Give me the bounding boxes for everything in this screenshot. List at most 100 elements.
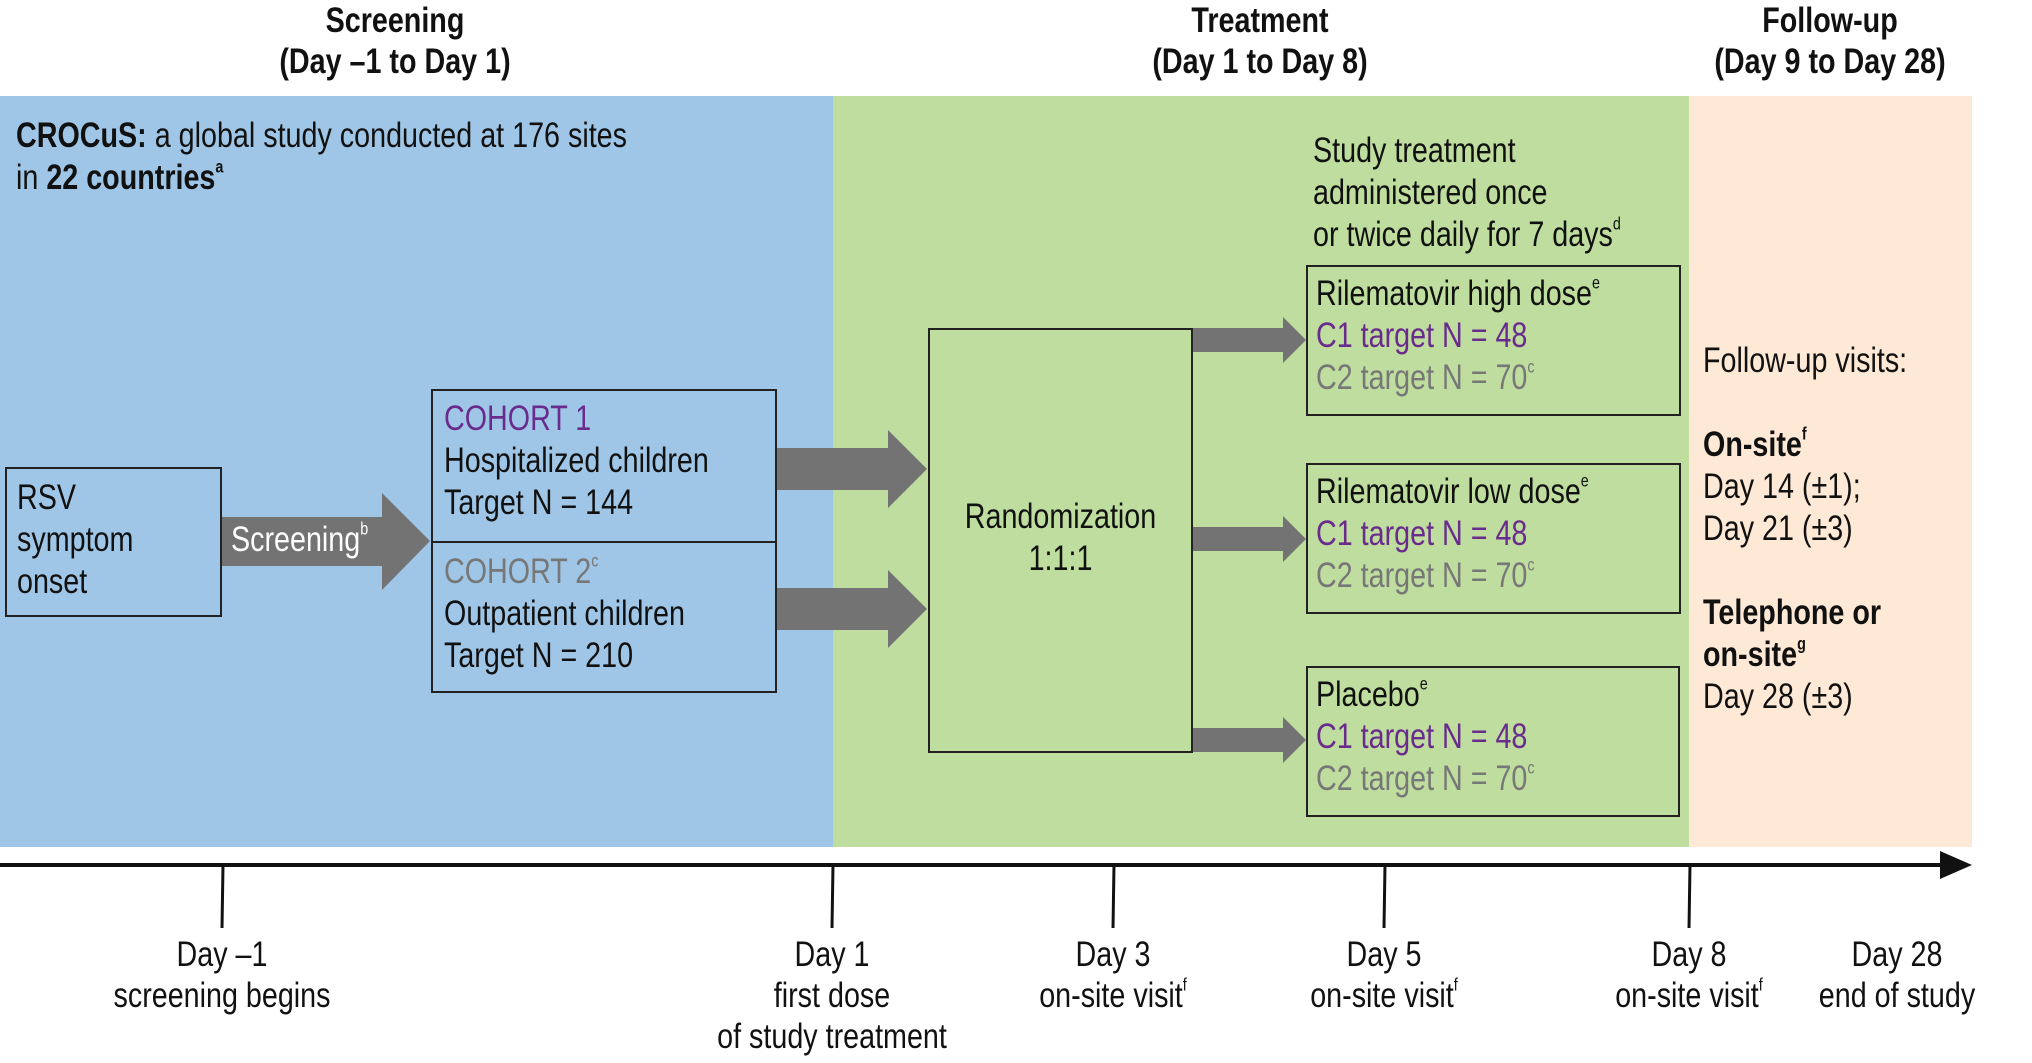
phase-range: (Day –1 to Day 1)	[279, 42, 511, 81]
footnote-b: b	[360, 518, 369, 539]
footnote-e: e	[1591, 272, 1600, 293]
footnote-c: c	[1527, 554, 1535, 575]
cohort-2-target: Target N = 210	[444, 636, 634, 675]
timeline-desc: on-site visit	[1310, 976, 1454, 1015]
arm-c1-target: C1 target N = 48	[1316, 514, 1528, 553]
study-countries: 22 countries	[46, 158, 216, 197]
phase-header-screening: Screening (Day –1 to Day 1)	[230, 0, 560, 82]
treatment-note-line: Study treatment	[1313, 131, 1516, 170]
timeline-arrowhead	[1940, 851, 1972, 879]
screening-panel	[0, 96, 833, 847]
screening-label-text: Screening	[231, 520, 361, 559]
treatment-note-line: administered once	[1313, 173, 1548, 212]
footnote-a: a	[215, 156, 224, 177]
footnote-f: f	[1453, 974, 1458, 995]
timeline-day: Day 5	[1346, 935, 1422, 974]
timeline-tick-day-minus1	[220, 864, 225, 929]
arm-c2-target: C2 target N = 70	[1316, 759, 1528, 798]
timeline-day: Day 8	[1651, 935, 1727, 974]
phase-range: (Day 1 to Day 8)	[1152, 42, 1368, 81]
telephone-label: Telephone or	[1703, 593, 1882, 632]
timeline-desc: on-site visit	[1039, 976, 1183, 1015]
randomization-label: Randomization	[964, 497, 1157, 536]
footnote-c: c	[1527, 356, 1535, 377]
timeline-tick-day3	[1111, 864, 1116, 929]
cohort-divider	[431, 541, 777, 543]
randomization-to-low-dose-arrow	[1192, 516, 1306, 562]
arm-name: Placebo	[1316, 675, 1420, 714]
followup-panel	[1689, 96, 1972, 847]
footnote-e: e	[1580, 470, 1589, 491]
rsv-onset-box: RSV symptom onset	[5, 467, 222, 617]
randomization-ratio: 1:1:1	[1028, 539, 1093, 578]
timeline-desc: on-site visit	[1615, 976, 1759, 1015]
footnote-f: f	[1801, 423, 1807, 444]
cohort-1-target: Target N = 144	[444, 483, 634, 522]
randomization-to-placebo-arrow	[1192, 717, 1306, 763]
study-name: CROCuS:	[16, 116, 147, 155]
timeline-desc: first dose	[773, 976, 891, 1015]
cohort-1: COHORT 1 Hospitalized children Target N …	[444, 398, 767, 524]
phase-name: Follow-up	[1762, 1, 1898, 40]
onsite-day: Day 21 (±3)	[1703, 509, 1853, 548]
timeline-day: Day 3	[1075, 935, 1151, 974]
treatment-note-line: or twice daily for 7 days	[1313, 215, 1613, 254]
treatment-panel	[833, 96, 1689, 847]
rsv-line: symptom	[17, 520, 134, 559]
treatment-note: Study treatment administered once or twi…	[1313, 130, 1688, 256]
randomization-box	[928, 328, 1193, 753]
telephone-day: Day 28 (±3)	[1703, 677, 1853, 716]
arm-c1-target: C1 target N = 48	[1316, 316, 1528, 355]
footnote-f: f	[1182, 974, 1187, 995]
arm-name: Rilematovir low dose	[1316, 472, 1581, 511]
footnote-d: d	[1612, 213, 1621, 234]
phase-name: Treatment	[1191, 1, 1329, 40]
cohort-2-population: Outpatient children	[444, 594, 685, 633]
phase-header-treatment: Treatment (Day 1 to Day 8)	[1090, 0, 1430, 82]
study-description: a global study conducted at 176 sites	[146, 116, 627, 155]
cohort-1-population: Hospitalized children	[444, 441, 709, 480]
arm-c1-target: C1 target N = 48	[1316, 717, 1528, 756]
screening-arrow	[221, 493, 430, 590]
arm-name: Rilematovir high dose	[1316, 274, 1592, 313]
phase-header-followup: Follow-up (Day 9 to Day 28)	[1660, 0, 2000, 82]
randomization-to-high-dose-arrow	[1192, 317, 1306, 363]
cohort2-to-randomization-arrow	[775, 570, 927, 648]
timeline-desc: end of study	[1818, 976, 1976, 1015]
timeline-label-day3: Day 3 on-site visitf	[933, 934, 1293, 1016]
timeline-desc: of study treatment	[717, 1017, 947, 1056]
timeline-desc: screening begins	[113, 976, 331, 1015]
cohort-2: COHORT 2c Outpatient children Target N =…	[444, 551, 738, 677]
arm-box-high-dose: Rilematovir high dosee C1 target N = 48 …	[1306, 265, 1681, 416]
rsv-line: RSV	[17, 478, 77, 517]
study-info: CROCuS: a global study conducted at 176 …	[16, 115, 761, 199]
timeline-label-day8: Day 8 on-site visitf	[1509, 934, 1869, 1016]
randomization-text: Randomization 1:1:1	[928, 496, 1193, 580]
arm-box-placebo: Placeboe C1 target N = 48 C2 target N = …	[1306, 666, 1680, 817]
phase-name: Screening	[325, 1, 465, 40]
footnote-f: f	[1758, 974, 1763, 995]
onsite-day: Day 14 (±1);	[1703, 467, 1861, 506]
followup-visits: Follow-up visits: On-sitef Day 14 (±1); …	[1703, 340, 1952, 718]
arm-c2-target: C2 target N = 70	[1316, 556, 1528, 595]
phase-range: (Day 9 to Day 28)	[1714, 42, 1946, 81]
timeline-day: Day 28	[1851, 935, 1943, 974]
cohort-1-title: COHORT 1	[444, 399, 592, 438]
timeline-tick-day5	[1382, 864, 1387, 929]
screening-arrow-label: Screeningb	[231, 519, 398, 561]
timeline-label-day-minus1: Day –1 screening begins	[42, 934, 402, 1016]
study-countries-prefix: in	[16, 158, 47, 197]
timeline-label-day1: Day 1 first dose of study treatment	[652, 934, 1012, 1057]
rsv-line: onset	[17, 562, 88, 601]
onsite-label: On-site	[1703, 425, 1802, 464]
footnote-c: c	[591, 550, 599, 571]
timeline-tick-day8	[1687, 864, 1692, 929]
footnote-e: e	[1419, 673, 1428, 694]
followup-heading: Follow-up visits:	[1703, 341, 1908, 380]
cohort-2-title: COHORT 2	[444, 552, 592, 591]
telephone-label-2: on-site	[1703, 635, 1798, 674]
timeline-day: Day 1	[794, 935, 870, 974]
cohort1-to-randomization-arrow	[775, 430, 927, 508]
timeline-day: Day –1	[176, 935, 268, 974]
